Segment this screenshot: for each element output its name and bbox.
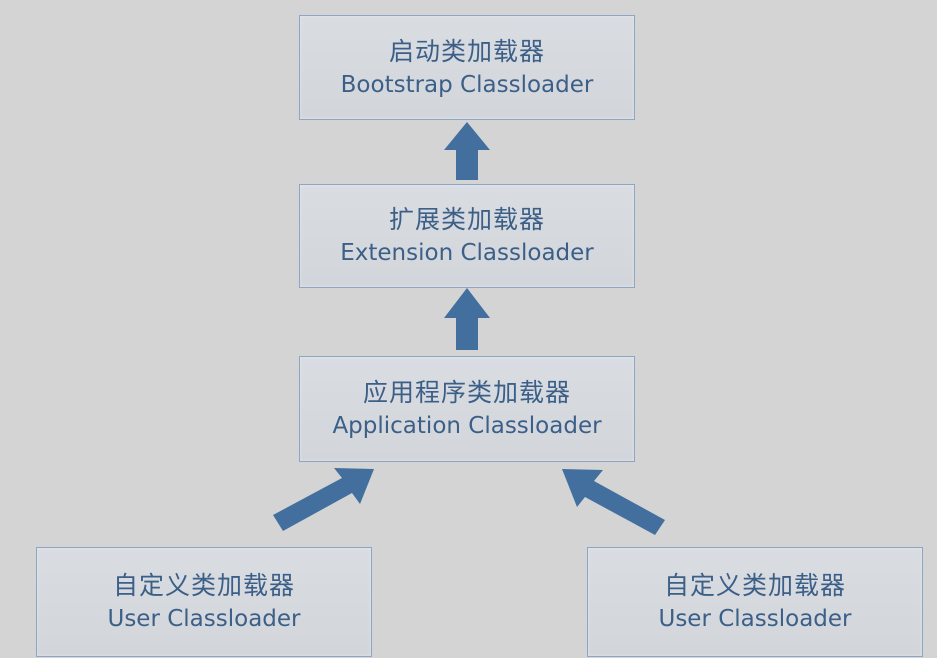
user-right-label-en: User Classloader — [658, 606, 852, 632]
extension-label-zh: 扩展类加载器 — [388, 205, 545, 234]
application-label-zh: 应用程序类加载器 — [362, 378, 571, 407]
diagonal-arrow-icon — [562, 469, 665, 535]
application-label-en: Application Classloader — [332, 413, 602, 439]
bootstrap-classloader-box: 启动类加载器 Bootstrap Classloader — [299, 15, 635, 120]
user-left-label-en: User Classloader — [107, 606, 301, 632]
up-arrow-icon — [444, 122, 490, 180]
up-arrow-icon — [444, 288, 490, 350]
diagonal-arrow-icon — [273, 468, 374, 531]
bootstrap-label-en: Bootstrap Classloader — [340, 71, 594, 98]
application-classloader-box: 应用程序类加载器 Application Classloader — [299, 356, 635, 462]
user-classloader-box-right: 自定义类加载器 User Classloader — [587, 547, 923, 657]
extension-label-en: Extension Classloader — [340, 240, 594, 266]
user-classloader-box-left: 自定义类加载器 User Classloader — [36, 547, 372, 657]
user-right-label-zh: 自定义类加载器 — [663, 571, 846, 600]
bootstrap-label-zh: 启动类加载器 — [388, 36, 545, 66]
extension-classloader-box: 扩展类加载器 Extension Classloader — [299, 184, 635, 288]
user-left-label-zh: 自定义类加载器 — [112, 571, 295, 600]
